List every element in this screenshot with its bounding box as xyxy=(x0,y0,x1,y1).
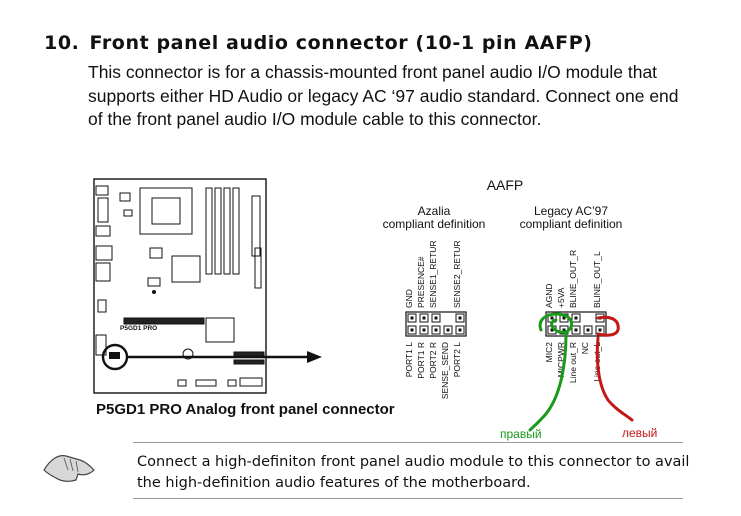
ac97-top-labels: AGND +5VA BLINE_OUT_R BLINE_OUT_L xyxy=(544,250,602,308)
header-pin-center xyxy=(458,328,462,332)
pointer-arrowhead xyxy=(307,351,322,363)
header-pin xyxy=(407,325,417,335)
note-top-rule xyxy=(133,442,683,443)
header-pin-center xyxy=(422,328,426,332)
header-pin-center xyxy=(446,328,450,332)
header-pin-center xyxy=(550,316,554,320)
section-title-text: Front panel audio connector (10-1 pin AA… xyxy=(89,32,593,54)
azalia-pin-header xyxy=(405,311,467,337)
header-pin-center xyxy=(598,328,602,332)
ac97-heading-line2: compliant definition xyxy=(520,217,623,231)
note-bottom-rule xyxy=(133,498,683,499)
section-title: 10. Front panel audio connector (10-1 pin… xyxy=(44,32,593,54)
left-channel-label: левый xyxy=(622,426,657,440)
header-pin xyxy=(455,325,465,335)
right-channel-label: правый xyxy=(500,427,542,441)
hand-pointing-icon xyxy=(43,455,95,482)
aafp-header-on-board xyxy=(109,352,120,359)
pin-label: +5VA xyxy=(556,287,566,308)
ac97-bottom-labels: MIC2 MICPWR Line out_R NC Line out_L xyxy=(544,342,602,383)
header-pin xyxy=(571,325,581,335)
header-pin-center xyxy=(458,316,462,320)
ac97-pin-header xyxy=(545,311,607,337)
note-text: Connect a high-definiton front panel aud… xyxy=(137,454,690,491)
header-pin-center xyxy=(434,316,438,320)
pin-label: NC xyxy=(580,342,590,354)
connector-name: AAFP xyxy=(487,177,524,193)
header-pin xyxy=(431,325,441,335)
azalia-bottom-labels: PORT1 L PORT1 R PORT2 R SENSE_SEND PORT2… xyxy=(404,342,462,399)
left-channel-marking xyxy=(595,315,634,422)
header-pin-center xyxy=(562,316,566,320)
header-pin xyxy=(419,325,429,335)
pin-label: SENSE2_RETUR xyxy=(452,240,462,308)
header-pin xyxy=(571,313,581,323)
ac97-heading-line1: Legacy AC’97 xyxy=(534,204,608,218)
header-pin-center xyxy=(586,328,590,332)
pin-label: PORT2 R xyxy=(428,342,438,379)
pin-label: SENSE1_RETUR xyxy=(428,240,438,308)
azalia-heading-line2: compliant definition xyxy=(383,217,486,231)
pin-label: GND xyxy=(404,289,414,308)
pin-label: PORT1 R xyxy=(416,342,426,379)
azalia-heading-line1: Azalia xyxy=(418,204,451,218)
pin-label: PORT2 L xyxy=(452,342,462,378)
board-label: P5GD1 PRO xyxy=(120,325,157,332)
right-channel-marking xyxy=(528,312,574,432)
pin-label: PORT1 L xyxy=(404,342,414,378)
header-pin-center xyxy=(550,328,554,332)
pin-label: Line out_R xyxy=(568,342,578,383)
header-outline xyxy=(545,311,607,337)
header-pin xyxy=(419,313,429,323)
header-pin xyxy=(455,313,465,323)
header-pin-center xyxy=(574,316,578,320)
header-pin-center xyxy=(434,328,438,332)
pin-label: BLINE_OUT_R xyxy=(568,250,578,308)
header-pin-center xyxy=(410,328,414,332)
header-pin xyxy=(583,325,593,335)
header-pin-center xyxy=(422,316,426,320)
motherboard-diagram xyxy=(93,178,267,394)
pin-label: PRESENCE# xyxy=(416,256,426,308)
pin-label: AGND xyxy=(544,283,554,308)
section-number: 10. xyxy=(44,32,80,54)
pin-label: BLINE_OUT_L xyxy=(592,251,602,308)
board-caption: P5GD1 PRO Analog front panel connector xyxy=(96,401,395,418)
header-pin xyxy=(407,313,417,323)
azalia-top-labels: GND PRESENCE# SENSE1_RETUR SENSE2_RETUR xyxy=(404,240,462,308)
header-pin xyxy=(431,313,441,323)
pin-label: MIC2 xyxy=(544,342,554,363)
header-outline xyxy=(405,311,467,337)
pin-label: SENSE_SEND xyxy=(440,342,450,399)
header-pin xyxy=(443,325,453,335)
pin-label: MICPWR xyxy=(556,342,566,377)
header-pin-center xyxy=(410,316,414,320)
header-pin-center xyxy=(574,328,578,332)
header-pin-center xyxy=(562,328,566,332)
section-description: This connector is for a chassis-mounted … xyxy=(88,62,679,129)
